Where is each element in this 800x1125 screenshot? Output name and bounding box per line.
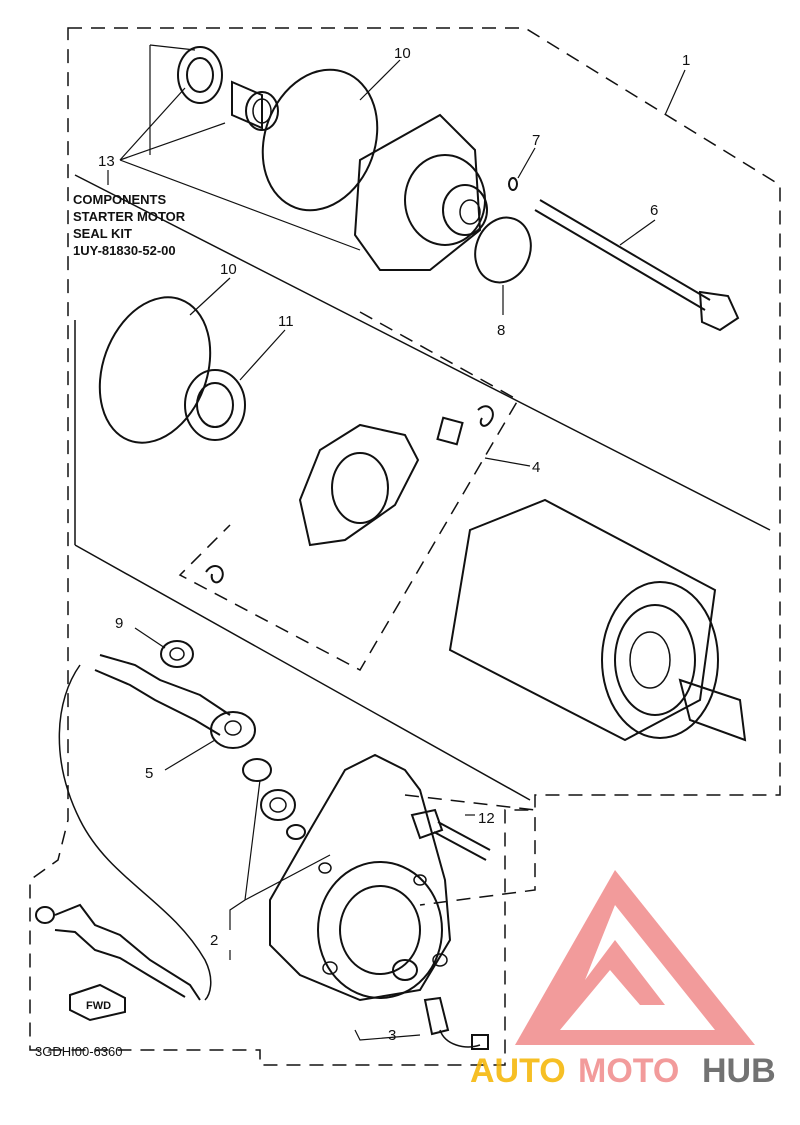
terminal-kit-boundary — [404, 794, 536, 906]
kit-note-line-3: SEAL KIT — [73, 226, 132, 241]
starter-cable-part — [35, 903, 201, 1001]
o-ring-upper-part — [261, 68, 379, 212]
yoke-housing-part — [448, 498, 747, 742]
through-bolt-part — [534, 199, 740, 332]
lead-wire-5-part — [58, 654, 256, 1001]
terminal-bolt-12-part — [410, 808, 491, 861]
leader-lines — [107, 44, 686, 1041]
callout-10-lower: 10 — [220, 261, 237, 278]
brush-spring-part-lower — [205, 564, 224, 584]
callout-9: 9 — [115, 615, 123, 632]
needle-bearing-part — [231, 80, 279, 131]
callout-3: 3 — [388, 1027, 396, 1044]
oil-seal-part — [177, 46, 223, 104]
callout-8: 8 — [497, 322, 505, 339]
washer-part — [184, 369, 246, 441]
drawing-code: 3GDHI00-6360 — [35, 1044, 122, 1059]
logo-triangle-inner — [560, 905, 715, 1030]
callout-5: 5 — [145, 765, 153, 782]
assembly-divider-line-2 — [74, 544, 531, 801]
callout-13: 13 — [98, 153, 115, 170]
nut-9-part — [160, 640, 194, 668]
callout-6: 6 — [650, 202, 658, 219]
kit-note-line-2: STARTER MOTOR — [73, 209, 186, 224]
callout-11: 11 — [278, 313, 294, 330]
o-ring-8-part — [474, 216, 532, 284]
callout-7: 7 — [532, 132, 540, 149]
logo-word-auto: AUTO — [470, 1052, 566, 1090]
callout-1: 1 — [682, 52, 690, 69]
brush-part — [436, 416, 464, 446]
logo-word-moto: MOTO — [578, 1052, 679, 1090]
insulator-large-part — [260, 789, 296, 821]
brush-3-part — [423, 996, 489, 1050]
callout-2: 2 — [210, 932, 218, 949]
brush-plate-part — [298, 423, 420, 547]
brush-kit-boundary — [178, 311, 520, 671]
brush-spring-part — [477, 405, 494, 427]
rear-cover-part — [269, 753, 452, 1002]
callout-labels: 1 2 3 4 5 6 7 8 9 10 10 11 12 13 — [98, 45, 690, 1044]
seal-kit-note: COMPONENTS STARTER MOTOR SEAL KIT 1UY-81… — [73, 192, 186, 258]
fwd-label: FWD — [86, 1000, 111, 1012]
assembly-divider-line — [74, 174, 771, 531]
callout-4: 4 — [532, 459, 540, 476]
o-ring-lower-part — [98, 296, 212, 444]
callout-10-upper: 10 — [394, 45, 411, 62]
callout-12: 12 — [478, 810, 495, 827]
assembly-1-boundary — [29, 27, 781, 1066]
automotohub-logo: AUTO MOTO HUB — [470, 870, 776, 1090]
forward-arrow-icon: FWD — [69, 983, 126, 1022]
kit-note-line-4: 1UY-81830-52-00 — [73, 243, 176, 258]
small-o-ring-part — [508, 177, 518, 191]
kit-note-line-1: COMPONENTS — [73, 192, 167, 207]
insulator-part — [242, 758, 272, 782]
logo-word-hub: HUB — [702, 1052, 776, 1090]
o-ring-2-part — [286, 824, 306, 840]
front-cover-part — [353, 113, 488, 271]
